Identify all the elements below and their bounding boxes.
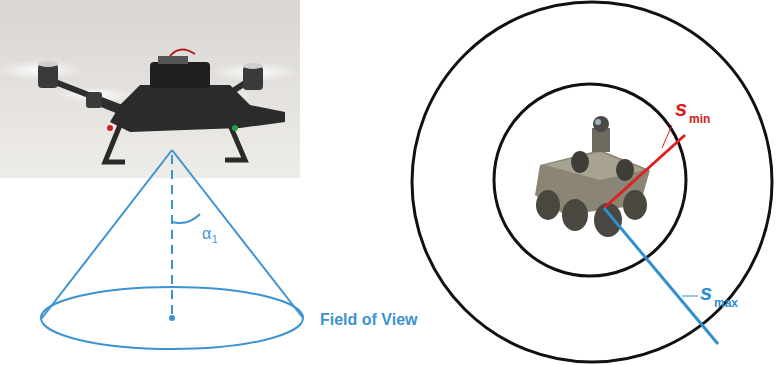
distance-symbol: s xyxy=(700,282,712,304)
inner-range-circle xyxy=(494,84,686,276)
angle-symbol: α xyxy=(202,226,211,242)
angle-subscript: 1 xyxy=(212,235,218,245)
outer-range-circle xyxy=(412,2,772,362)
leader-line xyxy=(682,296,698,297)
min-radius-line xyxy=(604,135,685,208)
field-of-view-label: Field of View xyxy=(320,312,418,328)
distance-subscript: min xyxy=(689,113,710,125)
drone-photo xyxy=(0,0,300,178)
center-dot xyxy=(169,315,175,321)
distance-symbol: s xyxy=(675,98,687,120)
distance-subscript: max xyxy=(714,297,738,309)
max-radius-line xyxy=(604,208,718,344)
leader-line xyxy=(662,125,672,148)
field-of-view-cone xyxy=(41,150,303,349)
ground-robot xyxy=(535,116,650,237)
